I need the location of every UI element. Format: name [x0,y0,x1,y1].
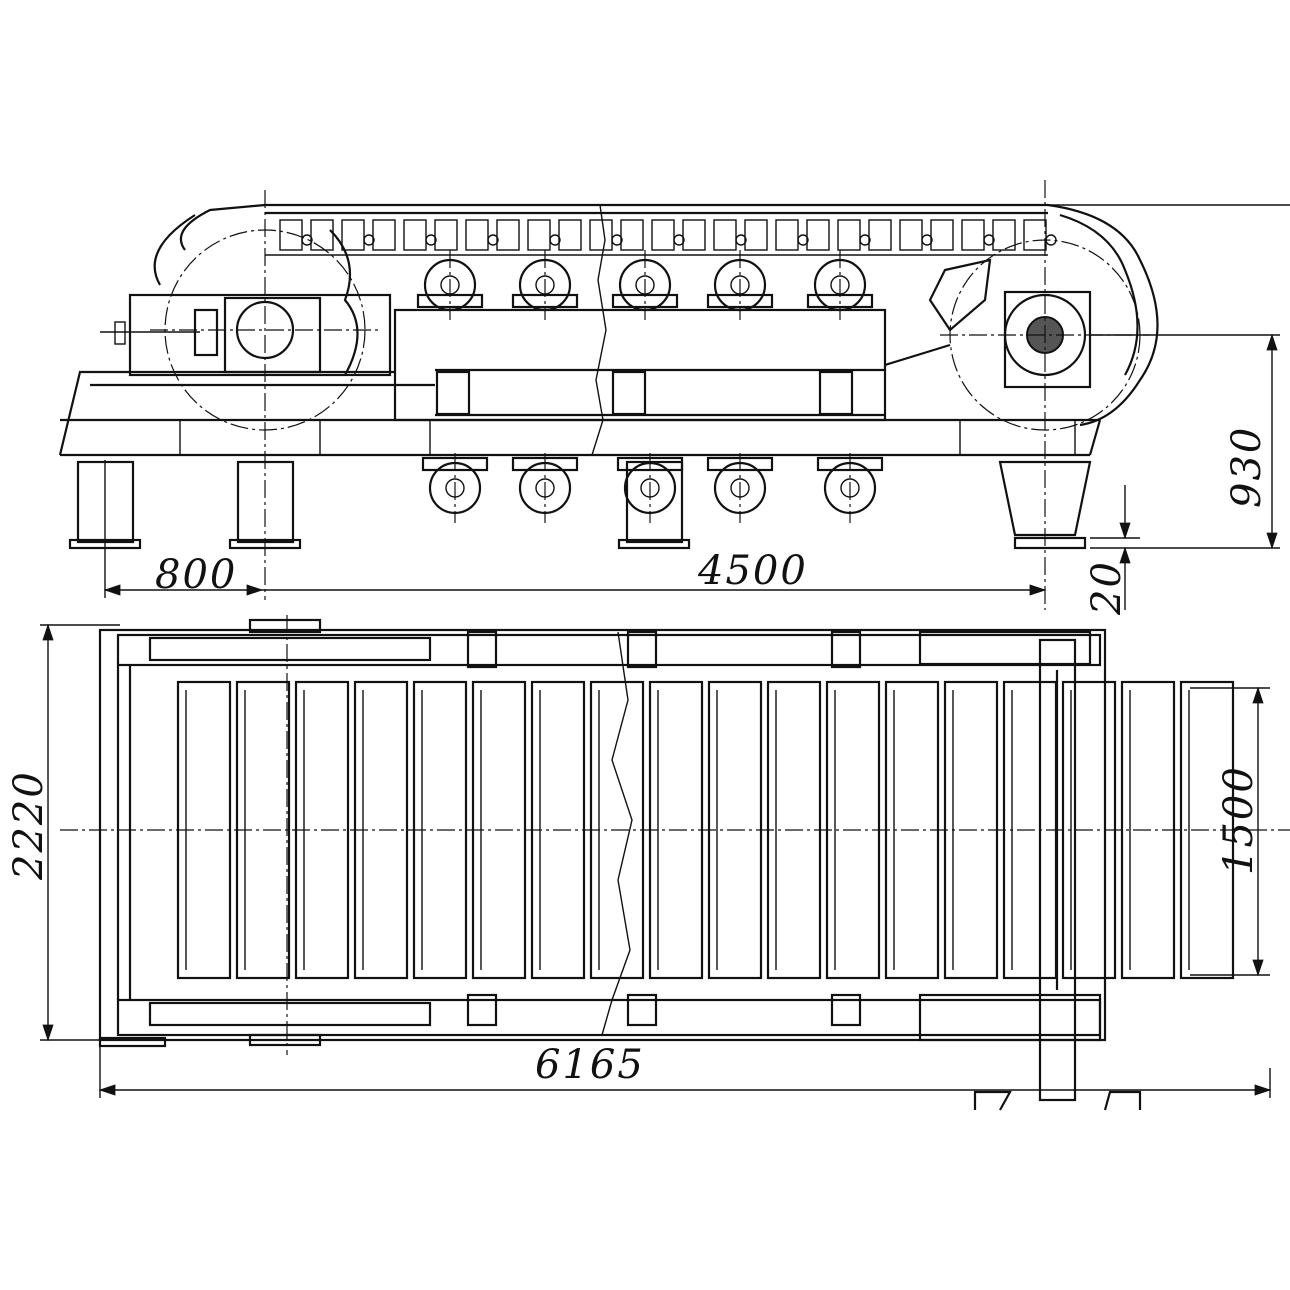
chain-link [310,219,334,251]
chain-link [558,219,582,251]
roller-bracket [816,456,884,472]
roller-bracket [416,293,484,309]
outer-frame [98,628,1107,1042]
dim-930: 930 [1224,426,1270,508]
chain-pin [673,234,685,246]
dim-1500: 1500 [1216,765,1262,875]
break-line [591,204,607,456]
chain-link [961,219,985,251]
chain-link [806,219,830,251]
chain-link [899,219,923,251]
roller-bracket [421,456,489,472]
chain-link [682,219,706,251]
chain-link [341,219,365,251]
chain-link [620,219,644,251]
elevation-view: 800 4500 930 20 [58,180,1290,616]
elevation-dimensions: 800 4500 930 20 [103,204,1290,616]
chain-link [589,219,613,251]
roller-bracket [706,293,774,309]
chain-link [1023,219,1047,251]
roller-bracket [806,293,874,309]
middle-frame [393,308,951,422]
chain-link [403,219,427,251]
chain-link [465,219,489,251]
chain-upper [265,203,1057,256]
chain-link [651,219,675,251]
chain-pin [797,234,809,246]
chain-link [372,219,396,251]
chain-link [527,219,551,251]
chain-link [279,219,303,251]
chain-link [434,219,458,251]
chain-pin [487,234,499,246]
dim-6165: 6165 [535,1042,645,1088]
chain-pin [921,234,933,246]
chain-pin [983,234,995,246]
left-sprocket [100,190,392,600]
break-line [601,631,633,1036]
chain-pin [735,234,747,246]
chain-link [744,219,768,251]
dim-20: 20 [1084,560,1130,616]
dim-800: 800 [155,552,237,598]
chain-link [930,219,954,251]
dim-2220: 2220 [6,770,52,881]
chain-link [868,219,892,251]
roller-bracket [511,293,579,309]
chain-pin [301,234,313,246]
roller-bracket [511,456,579,472]
chain-link [496,219,520,251]
chain-pin [859,234,871,246]
chain-pin [363,234,375,246]
plan-view: 2220 1500 6165 [6,615,1290,1111]
chain-link [837,219,861,251]
drive-shaft [1038,638,1077,1102]
chain-link [775,219,799,251]
chain-link [992,219,1016,251]
chain-pin [425,234,437,246]
right-sprocket [928,180,1159,610]
chain-link [713,219,737,251]
support-legs [68,460,1092,550]
chain-pin [549,234,561,246]
base-frame [58,370,1102,457]
roller-bracket [611,293,679,309]
lower-rollers [421,453,884,523]
dim-4500: 4500 [697,548,808,594]
chain-pin [611,234,623,246]
roller-bracket [706,456,774,472]
plan-dimensions: 2220 1500 6165 [6,623,1272,1098]
roller-bracket [616,456,684,472]
